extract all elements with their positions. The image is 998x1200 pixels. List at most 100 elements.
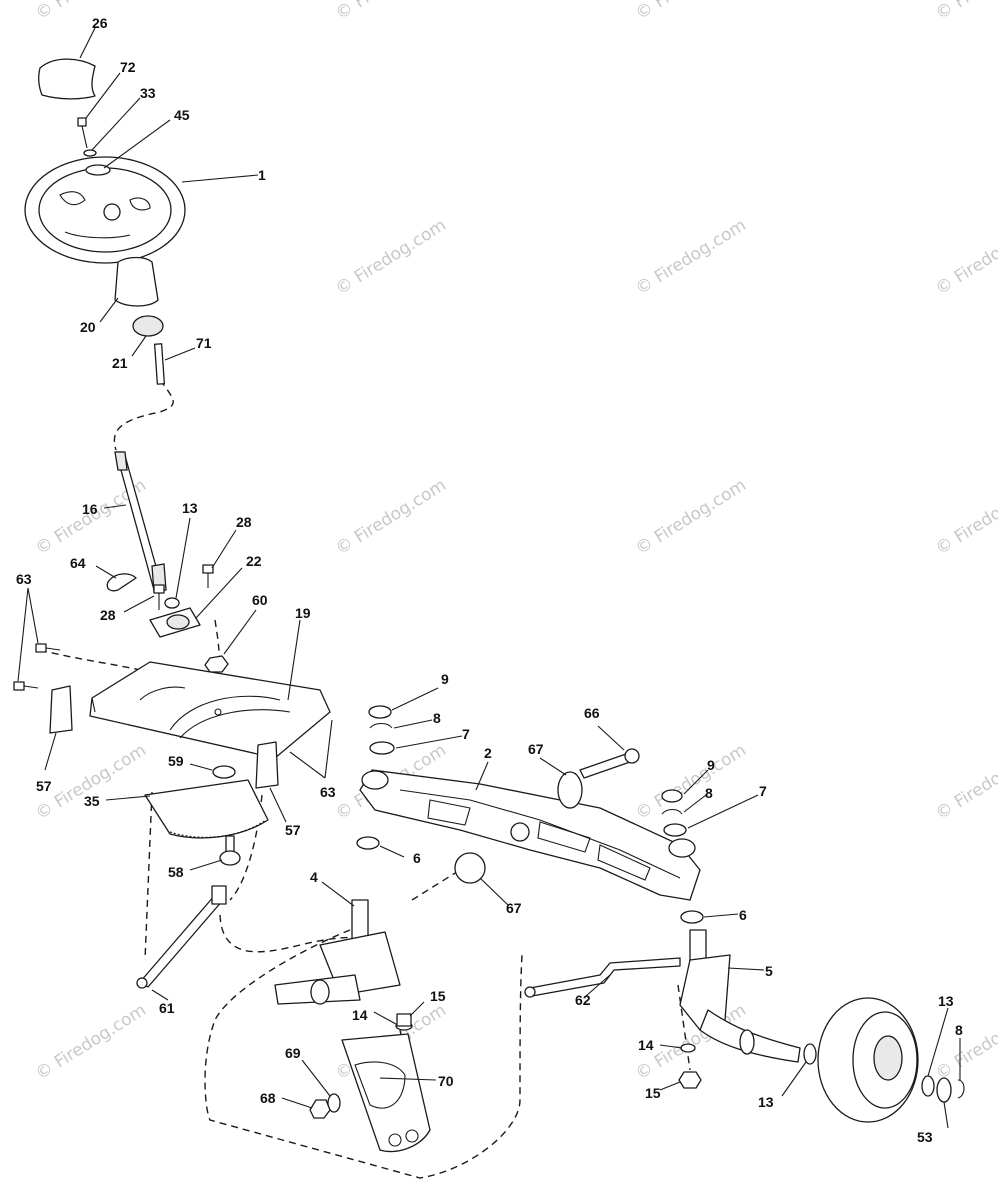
nut-60 (204, 655, 229, 673)
steering-wheel (24, 156, 186, 264)
bracket-57-right (255, 741, 279, 789)
roll-pin (153, 343, 166, 385)
left-spindle (274, 899, 401, 1005)
axle-ridge (399, 789, 681, 879)
plate-edge (91, 697, 96, 713)
guide-plate (341, 1033, 431, 1153)
callout-1: 1 (258, 167, 266, 183)
washer-69 (327, 1093, 341, 1113)
callout-26: 26 (92, 15, 108, 31)
callout-45: 45 (174, 107, 190, 123)
callout-8: 8 (705, 785, 713, 801)
drag-link-ball (136, 977, 148, 989)
axle-pivot-right (668, 838, 696, 858)
washer-33 (83, 149, 97, 157)
callout-14: 14 (638, 1037, 654, 1053)
clip-8 (957, 1079, 965, 1099)
screw-head (35, 643, 47, 653)
washer-13 (921, 1075, 935, 1097)
screw-63 (13, 681, 39, 691)
tie-rod (524, 957, 681, 998)
screw-dashed-line (39, 649, 151, 673)
guide-dashed-loop (204, 929, 523, 1179)
callout-28: 28 (236, 514, 252, 530)
steering-plate-body (89, 661, 331, 759)
watermark-text: © Firedog.com (632, 740, 750, 824)
callout-71: 71 (196, 335, 212, 351)
callout-21: 21 (112, 355, 128, 371)
nut-68 (309, 1099, 331, 1119)
leader-lines (17, 27, 961, 1129)
drag-link-rod (139, 894, 224, 988)
watermark-text: © Firedog.com (32, 1000, 150, 1084)
bracket-57-left (49, 685, 73, 734)
watermark-text: © Firedog.com (632, 475, 750, 559)
watermark-text: © Firedog.com (932, 740, 998, 824)
callout-28: 28 (100, 607, 116, 623)
callout-6: 6 (413, 850, 421, 866)
callout-63: 63 (16, 571, 32, 587)
axle-pivot-left (361, 770, 389, 790)
bolt-head (624, 748, 640, 764)
callout-7: 7 (759, 783, 767, 799)
callout-6: 6 (739, 907, 747, 923)
front-wheel (817, 997, 919, 1123)
washer-6 (680, 910, 704, 924)
callout-66: 66 (584, 705, 600, 721)
washer-13 (164, 597, 180, 609)
callout-67: 67 (506, 900, 522, 916)
callout-9: 9 (707, 757, 715, 773)
watermark-text: © Firedog.com (332, 215, 450, 299)
callout-35: 35 (84, 793, 100, 809)
washer-6 (356, 836, 380, 850)
callout-15: 15 (645, 1085, 661, 1101)
washer-13 (803, 1043, 817, 1065)
callout-13: 13 (938, 993, 954, 1009)
bearing-center (166, 614, 190, 630)
pivot-bolt-66 (579, 748, 640, 779)
watermark-text: © Firedog.com (332, 475, 450, 559)
callout-5: 5 (765, 963, 773, 979)
wheel-spoke (129, 197, 151, 211)
cap-9 (368, 705, 392, 719)
screw-63 (35, 643, 61, 653)
watermark-text: © Firedog.com (932, 475, 998, 559)
front-axle (359, 769, 701, 901)
callout-22: 22 (246, 553, 262, 569)
callout-labels: 26 72 33 45 1 20 21 71 16 13 28 64 22 28… (16, 15, 963, 1145)
washer-7 (369, 741, 395, 755)
guide-plate-hole (388, 1133, 402, 1147)
tie-rod-end (524, 986, 536, 998)
watermark-text: © Firedog.com (32, 0, 150, 24)
washer-53 (936, 1077, 952, 1103)
nut-15 (396, 1013, 412, 1027)
front-axle-beam (359, 769, 701, 901)
spacer-67 (557, 771, 583, 809)
callout-16: 16 (82, 501, 98, 517)
callout-14: 14 (352, 1007, 368, 1023)
spacer-dashed-line (411, 869, 461, 901)
tie-rod-body (529, 957, 681, 997)
screw-28 (153, 584, 165, 610)
callout-7: 7 (462, 726, 470, 742)
callout-61: 61 (159, 1000, 175, 1016)
spindle-collar (739, 1029, 755, 1055)
drag-link-end (211, 885, 227, 905)
nut-15 (678, 1071, 702, 1089)
screw-shank (23, 685, 39, 689)
washer-14 (680, 1043, 696, 1053)
wheel-hub (103, 203, 121, 221)
bolt-shank (579, 753, 631, 779)
callout-62: 62 (575, 992, 591, 1008)
steering-cap (38, 58, 96, 100)
clip-8 (369, 722, 393, 729)
plate-slot (139, 686, 186, 701)
sector-gear-body (144, 779, 269, 839)
callout-13: 13 (182, 500, 198, 516)
callout-59: 59 (168, 753, 184, 769)
screw-head (13, 681, 25, 691)
callout-15: 15 (430, 988, 446, 1004)
screw-28 (202, 564, 214, 588)
bolt-head (77, 117, 87, 127)
